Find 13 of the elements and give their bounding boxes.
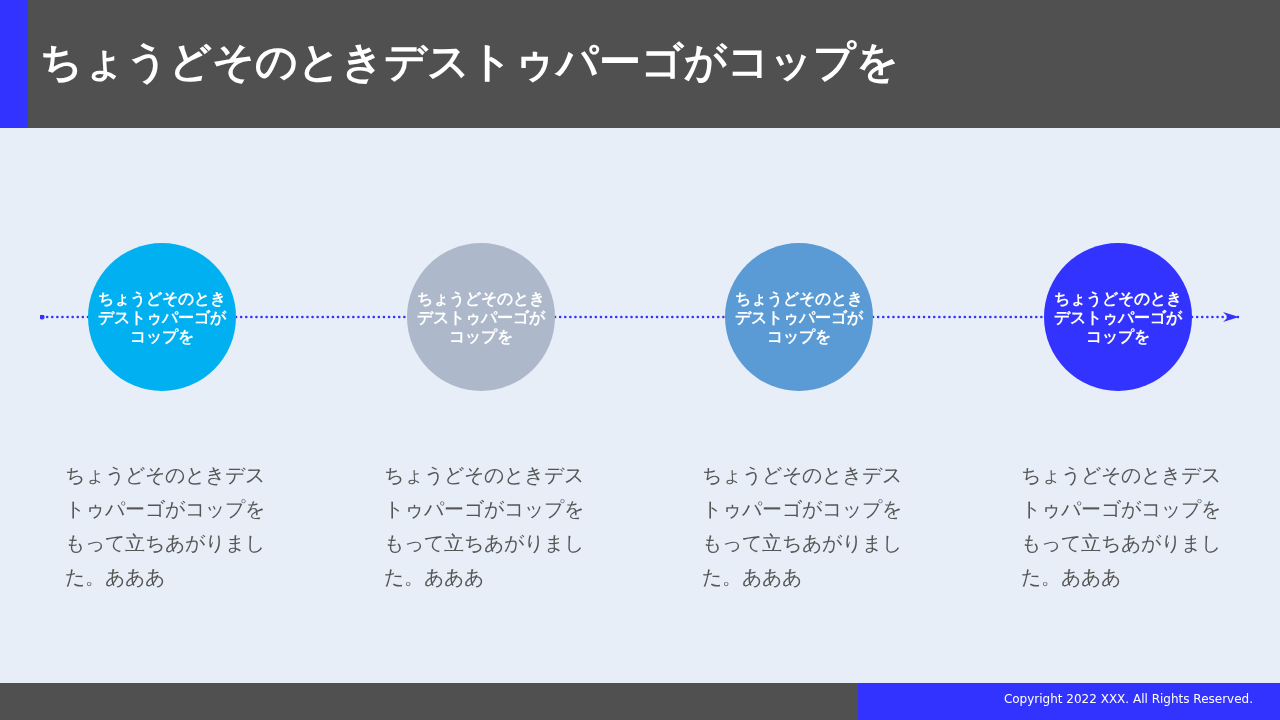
step-title: ちょうどそのときデストゥパーゴがコップを (1053, 288, 1184, 346)
step-description: ちょうどそのときデストゥパーゴがコップをもって立ちあがりました。あああ (384, 463, 585, 591)
title: ちょうどそのときデストゥパーゴがコップを (40, 36, 899, 88)
dotted-arrow (1190, 312, 1240, 322)
step-title: ちょうどそのときデストゥパーゴがコップを (734, 288, 865, 346)
step-title: ちょうどそのときデストゥパーゴがコップを (97, 288, 228, 346)
step-description: ちょうどそのときデストゥパーゴがコップをもって立ちあがりました。あああ (65, 463, 266, 591)
step-description: ちょうどそのときデストゥパーゴがコップをもって立ちあがりました。あああ (702, 463, 903, 591)
step-title: ちょうどそのときデストゥパーゴがコップを (416, 288, 547, 346)
dotted-line (553, 315, 727, 319)
step-description: ちょうどそのときデストゥパーゴがコップをもって立ちあがりました。あああ (1021, 463, 1222, 591)
dotted-line (39, 314, 90, 320)
copyright-text: Copyright 2022 XXX. All Rights Reserved. (1003, 691, 1253, 708)
